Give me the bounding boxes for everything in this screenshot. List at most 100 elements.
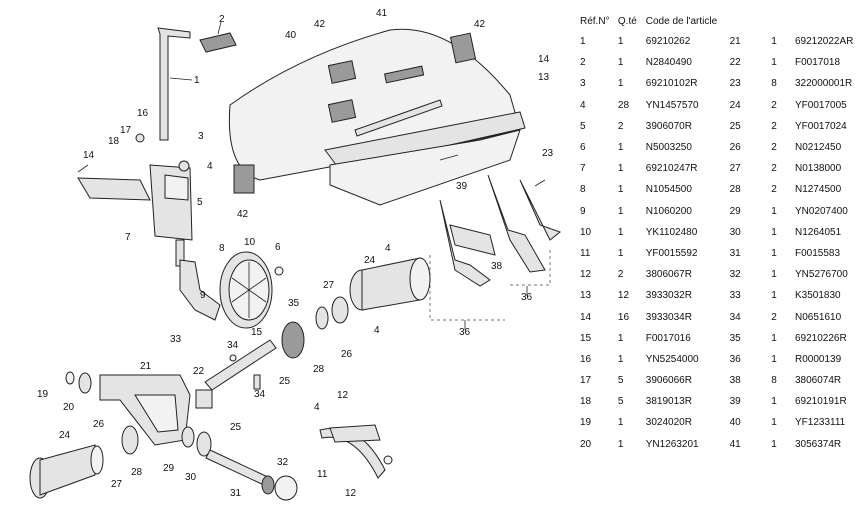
cell-ref: 9: [580, 205, 586, 217]
callout-28: 28: [313, 364, 325, 375]
cell-ref2: 25: [729, 120, 741, 132]
cell-qty2: 1: [771, 417, 777, 429]
left-hub: [29, 425, 212, 499]
cell-ref: 14: [580, 311, 592, 323]
callout-38: 38: [491, 261, 503, 272]
callout-42: 42: [314, 19, 326, 30]
cell-code: 3819013R: [645, 396, 692, 408]
callout-4: 4: [374, 325, 380, 336]
callout-7: 7: [125, 232, 131, 243]
cell-code2: N1274500: [794, 184, 842, 196]
cell-ref: 7: [580, 163, 586, 175]
callout-4: 4: [207, 161, 213, 172]
axle: [195, 339, 277, 409]
cell-qty: 1: [617, 226, 624, 238]
cell-qty2: 2: [771, 311, 777, 323]
cell-qty: 1: [617, 353, 624, 365]
cell-ref2: 22: [729, 57, 741, 69]
cell-qty2: 1: [771, 438, 777, 450]
callout-1: 1: [194, 75, 200, 86]
cell-code2: F0017018: [794, 57, 841, 69]
cell-ref: 18: [580, 396, 592, 408]
callout-36: 36: [459, 327, 471, 338]
tine-set-left: [429, 199, 505, 330]
cell-ref: 17: [580, 375, 592, 387]
cell-code: YF0015592: [645, 247, 698, 259]
cell-qty2: 8: [771, 78, 777, 90]
cell-qty2: 1: [771, 396, 777, 408]
cell-qty: 2: [617, 269, 624, 281]
cell-qty2: 1: [771, 205, 777, 217]
cell-code2: YF0017024: [794, 120, 847, 132]
callout-5: 5: [197, 197, 203, 208]
cell-qty: 1: [617, 57, 624, 69]
cell-qty: 1: [617, 36, 624, 48]
callout-30: 30: [185, 472, 197, 483]
cell-code: 3933032R: [645, 290, 692, 302]
callout-29: 29: [163, 463, 175, 474]
tine-set-right: [487, 174, 562, 296]
callout-23: 23: [542, 148, 554, 159]
cell-ref: 3: [580, 78, 586, 90]
cell-code: 69210262: [645, 36, 691, 48]
callout-16: 16: [137, 108, 149, 119]
cell-qty: 28: [617, 99, 630, 111]
cell-ref2: 40: [729, 417, 741, 429]
callout-12: 12: [345, 488, 357, 499]
callout-27: 27: [111, 479, 123, 490]
cell-ref2: 23: [729, 78, 741, 90]
cell-ref: 1: [580, 36, 586, 48]
cell-ref: 16: [580, 353, 592, 365]
cell-ref: 2: [580, 57, 586, 69]
callout-2: 2: [219, 14, 225, 25]
cell-ref2: 30: [729, 226, 741, 238]
gearbox: [65, 371, 191, 446]
callout-42: 42: [237, 209, 249, 220]
cell-code: YN1263201: [645, 438, 699, 450]
cell-code: 69210102R: [645, 78, 698, 90]
cell-ref: 19: [580, 417, 592, 429]
cell-ref2: 41: [729, 438, 741, 450]
cell-ref2: 34: [729, 311, 741, 323]
cell-qty: 1: [617, 247, 624, 259]
cell-code: YN5254000: [645, 353, 699, 365]
cell-code2: YN0207400: [794, 205, 848, 217]
callout-26: 26: [93, 419, 105, 430]
callout-14: 14: [538, 54, 550, 65]
cell-code: N5003250: [645, 142, 692, 154]
callout-39: 39: [456, 181, 468, 192]
cell-qty2: 1: [771, 36, 777, 48]
bracket-assembly: [77, 133, 193, 267]
cell-ref: 20: [580, 438, 592, 450]
cell-code: N1054500: [645, 184, 692, 196]
callout-25: 25: [230, 422, 242, 433]
cell-code: YK1102480: [645, 226, 698, 238]
cell-ref2: 24: [729, 99, 741, 111]
cell-qty2: 2: [771, 120, 777, 132]
header-code: Code de l'article: [645, 15, 718, 27]
cell-qty2: 1: [771, 57, 777, 69]
callout-10: 10: [244, 237, 256, 248]
cell-qty2: 1: [771, 247, 777, 259]
callout-36: 36: [521, 292, 533, 303]
callout-22: 22: [193, 366, 205, 377]
cell-ref2: 27: [729, 163, 741, 175]
cell-ref2: 33: [729, 290, 741, 302]
cell-code2: YF0017005: [794, 99, 847, 111]
cell-code2: 322000001R: [794, 78, 853, 90]
callout-4: 4: [314, 402, 320, 413]
cell-qty2: 2: [771, 163, 777, 175]
cell-ref2: 26: [729, 142, 741, 154]
